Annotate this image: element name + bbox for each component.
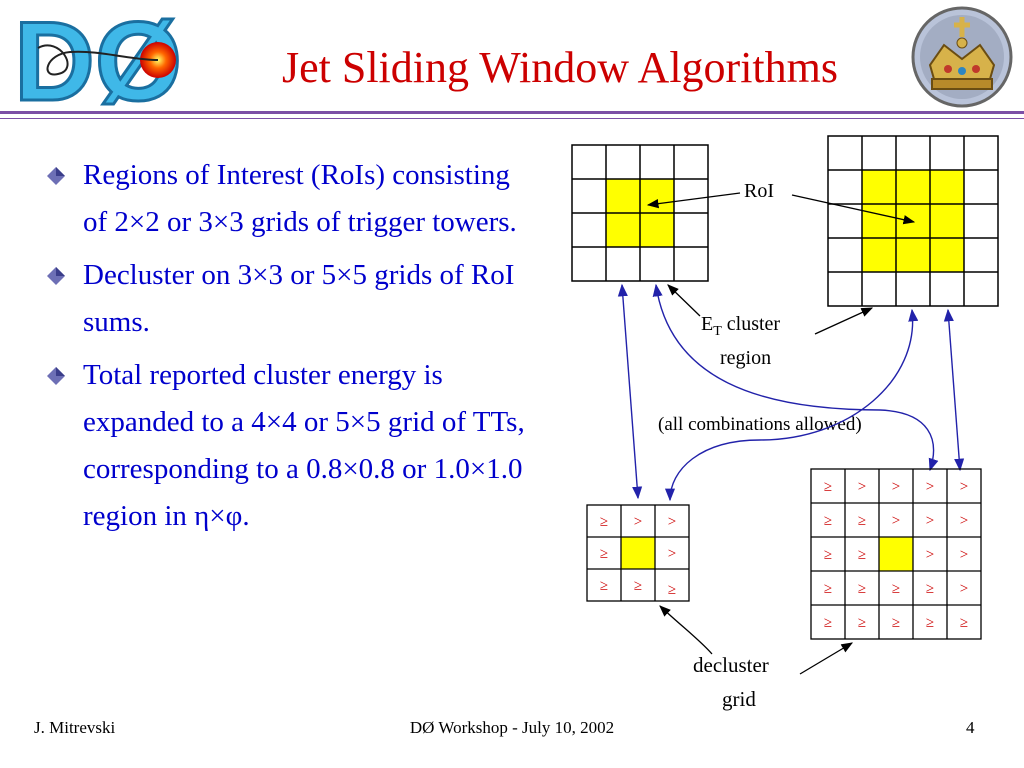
decluster-cell: > xyxy=(858,479,866,495)
decluster-cell: ≥ xyxy=(892,581,900,597)
diamond-bullet-icon xyxy=(47,167,65,185)
combinations-label: (all combinations allowed) xyxy=(658,414,862,435)
diamond-bullet-icon xyxy=(47,267,65,285)
decluster-cell: > xyxy=(926,547,934,563)
decluster-grid-3x3: ≥ > > ≥ > ≥ ≥ ≥ xyxy=(586,504,690,602)
footer-author: J. Mitrevski xyxy=(34,718,116,737)
header-rule xyxy=(0,111,1024,114)
roi-label: RoI xyxy=(744,180,774,202)
decluster-cell: > xyxy=(668,514,676,530)
decluster-cell: ≥ xyxy=(634,578,642,594)
bullet-item: Regions of Interest (RoIs) consisting of… xyxy=(45,152,525,246)
d0-logo: DØ xyxy=(13,8,184,108)
decluster-cell: > xyxy=(892,479,900,495)
decluster-arrow-left xyxy=(659,605,713,655)
header-rule-thin xyxy=(0,118,1024,119)
decluster-cell: > xyxy=(960,581,968,597)
decluster-cell: > xyxy=(892,513,900,529)
et-arrow-left xyxy=(667,284,701,317)
crown-crest-icon xyxy=(911,6,1013,108)
decluster-cell: ≥ xyxy=(668,582,676,598)
decluster-cell: ≥ xyxy=(892,615,900,631)
decluster-cell: ≥ xyxy=(824,615,832,631)
decluster-cell: ≥ xyxy=(858,581,866,597)
diamond-bullet-icon xyxy=(47,367,65,385)
et-label-rest: cluster xyxy=(722,313,781,335)
decluster-cell: > xyxy=(668,546,676,562)
particle-track-icon xyxy=(37,44,159,76)
decluster-grid-5x5: ≥ > > > > ≥ ≥ > > > ≥ ≥ > > ≥ ≥ ≥ ≥ > ≥ … xyxy=(810,468,982,640)
grid-5x5-roi-3x3 xyxy=(827,135,999,307)
roi-arrow-right xyxy=(791,194,916,225)
bullet-list: Regions of Interest (RoIs) consisting of… xyxy=(45,152,525,546)
bullet-text: Decluster on 3×3 or 5×5 grids of RoI sum… xyxy=(83,259,515,338)
decluster-label-line1: decluster xyxy=(693,653,769,677)
decluster-cell: ≥ xyxy=(824,581,832,597)
decluster-cell: ≥ xyxy=(926,615,934,631)
arrow-large-to-large xyxy=(943,308,965,472)
page-title: Jet Sliding Window Algorithms xyxy=(281,43,838,92)
arrow-small-to-small xyxy=(617,283,643,500)
decluster-cell: ≥ xyxy=(600,578,608,594)
footer-page-number: 4 xyxy=(966,718,975,737)
arrow-small-to-large xyxy=(652,283,939,472)
decluster-cell: ≥ xyxy=(600,546,608,562)
bullet-item: Decluster on 3×3 or 5×5 grids of RoI sum… xyxy=(45,252,525,346)
decluster-cell: > xyxy=(960,513,968,529)
decluster-cell: > xyxy=(960,479,968,495)
decluster-cell: > xyxy=(926,513,934,529)
decluster-cell: ≥ xyxy=(824,479,832,495)
decluster-arrow-right xyxy=(799,642,854,675)
decluster-cell: ≥ xyxy=(858,513,866,529)
arrow-large-to-small xyxy=(664,308,919,502)
decluster-cell: ≥ xyxy=(858,547,866,563)
decluster-cell: ≥ xyxy=(824,513,832,529)
et-label-e: E xyxy=(701,313,713,335)
decluster-cell: ≥ xyxy=(858,615,866,631)
decluster-cell: ≥ xyxy=(824,547,832,563)
decluster-cell: ≥ xyxy=(600,514,608,530)
bullet-text: Regions of Interest (RoIs) consisting of… xyxy=(83,159,517,238)
decluster-cell: ≥ xyxy=(926,581,934,597)
roi-arrow-left xyxy=(646,192,741,209)
grid-4x4-roi-2x2 xyxy=(571,144,709,282)
decluster-cell: > xyxy=(960,547,968,563)
et-cluster-label: ET cluster xyxy=(701,313,780,339)
bullet-item: Total reported cluster energy is expande… xyxy=(45,352,525,540)
footer-event: DØ Workshop - July 10, 2002 xyxy=(409,718,615,737)
bullet-text: Total reported cluster energy is expande… xyxy=(83,359,525,532)
decluster-cell: > xyxy=(634,514,642,530)
decluster-cell: > xyxy=(926,479,934,495)
et-arrow-right xyxy=(814,307,874,335)
decluster-label-line2: grid xyxy=(722,687,756,711)
et-cluster-label-line2: region xyxy=(720,347,771,369)
decluster-cell: ≥ xyxy=(960,615,968,631)
